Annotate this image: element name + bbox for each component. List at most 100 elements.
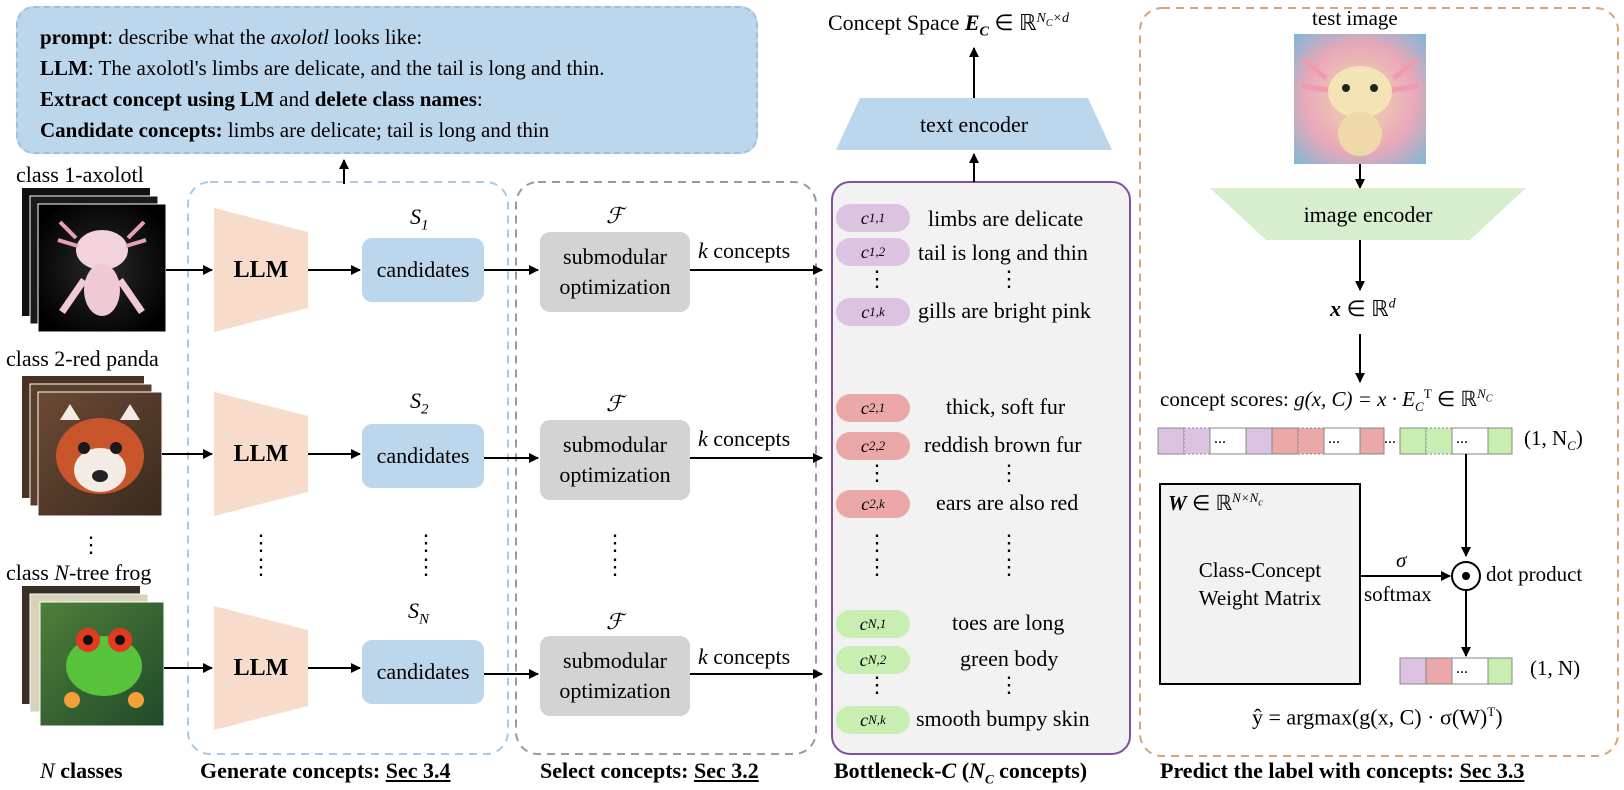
pill-1-1-c: c: [860, 207, 869, 228]
x-embedding-label: x ∈ ℝd: [1330, 296, 1396, 322]
bottleneck-region: [831, 181, 1131, 755]
k-concepts-1: k concepts: [698, 238, 790, 264]
prompt-line-4: Candidate concepts: limbs are delicate; …: [40, 115, 734, 146]
bot-text: Bottleneck-: [834, 758, 942, 783]
concept-space-sup-tail: ×d: [1052, 10, 1069, 26]
concept-space-label: Concept Space EC ∈ ℝNC×d: [828, 10, 1069, 40]
generate-region: [187, 181, 509, 755]
pill-N-2-c: c: [859, 649, 868, 670]
vec1-label-sub: C: [1567, 438, 1576, 454]
bottom-generate: Generate concepts: Sec 3.4: [200, 758, 450, 784]
pill-1-2-sub: 1,2: [868, 244, 886, 259]
prompt-line-3: Extract concept using LM and delete clas…: [40, 84, 734, 115]
class-N-post: -tree frog: [68, 560, 152, 585]
w-symbol: W: [1168, 491, 1187, 515]
n-classes-i: N: [40, 758, 55, 783]
text-encoder-label: text encoder: [919, 112, 1029, 137]
k-concepts-2: k concepts: [698, 426, 790, 452]
prediction-formula: ŷ = argmax(g(x, C) · σ(W)T): [1252, 704, 1503, 730]
image-encoder-shape: [1210, 188, 1526, 240]
llm-dots: ⋮: [250, 530, 272, 555]
sN-sub: N: [419, 611, 430, 628]
submodular-box-1: submodular optimization: [540, 232, 690, 312]
vec-dots-3: ...: [1384, 430, 1396, 447]
llm-1-label: LLM: [233, 256, 289, 283]
concept-1-2: tail is long and thin: [918, 240, 1088, 265]
x-sup: d: [1388, 296, 1396, 312]
x-symbol: x: [1330, 296, 1341, 321]
sub-dots-2: ⋮: [604, 554, 626, 579]
candidate-text: limbs are delicate; tail is long and thi…: [222, 118, 550, 142]
pill-dots-2: ⋮: [866, 460, 888, 485]
sub1-line1: submodular: [563, 244, 667, 269]
w-text1: Class-Concept: [1198, 558, 1322, 582]
s1-symbol: S: [410, 204, 421, 229]
yhat-end: ): [1495, 704, 1503, 730]
text-dots-mid-1: ⋮: [998, 530, 1020, 555]
kN-italic: k: [698, 644, 708, 669]
pill-dots-mid-2: ⋮: [866, 554, 888, 579]
f-label-1: ℱ: [606, 204, 624, 229]
scores-pre: concept scores:: [1160, 387, 1295, 411]
pill-2-2-sub: 2,2: [868, 438, 886, 453]
bottom-select: Select concepts: Sec 3.2: [540, 758, 759, 784]
concept-space-E: E: [964, 10, 980, 35]
k1-italic: k: [698, 238, 708, 263]
text-dots-3: ⋮: [998, 672, 1020, 697]
text-dots-2: ⋮: [998, 460, 1020, 485]
select-region: [515, 181, 817, 755]
s2-label: S2: [410, 388, 429, 418]
k2-text: concepts: [707, 426, 791, 451]
llm-N-label: LLM: [233, 654, 289, 681]
candidates-box-2: candidates: [362, 424, 484, 488]
gen-sec: Sec 3.4: [385, 758, 451, 783]
bot-n-sub: C: [984, 771, 994, 787]
concept-space-sup-sub: C: [1045, 17, 1053, 29]
s1-sub: 1: [421, 217, 429, 234]
w-label: W ∈ ℝN×Nc: [1168, 490, 1263, 516]
prompt-text-i: axolotl: [270, 25, 329, 49]
yhat-text: ŷ = argmax(g(x, C) · σ(W): [1252, 704, 1488, 730]
scores-sub: C: [1415, 399, 1424, 415]
pill-N-1-c: c: [859, 613, 868, 634]
f-label-2: ℱ: [606, 392, 624, 417]
concept-score-vector: [1157, 427, 1513, 455]
prompt-text-c: looks like:: [328, 25, 423, 49]
red-panda-image-stack: [22, 376, 163, 517]
kN-text: concepts: [707, 644, 791, 669]
n-classes-b: classes: [54, 758, 123, 783]
bottom-n-classes: N classes: [40, 758, 123, 784]
w-text2: Weight Matrix: [1198, 586, 1322, 610]
pill-N-2-sub: N,2: [867, 652, 887, 667]
sel-text: Select concepts:: [540, 758, 694, 783]
w-sup-sub: c: [1258, 497, 1263, 509]
llm-block-2: [214, 392, 308, 516]
vec-dots-4: ...: [1456, 430, 1468, 447]
sigma-label: σ: [1396, 548, 1407, 572]
prompt-box: prompt: describe what the axolotl looks …: [16, 6, 758, 154]
prompt-label: prompt: [40, 25, 108, 49]
vec-dots-2: ...: [1328, 430, 1340, 447]
pred-sec: Sec 3.3: [1459, 758, 1525, 783]
s2-symbol: S: [410, 388, 421, 413]
candidates-box-N: candidates: [362, 640, 484, 704]
candidate-label: Candidate concepts:: [40, 118, 223, 142]
subN-line1: submodular: [563, 648, 667, 673]
prompt-text-a: : describe what the: [107, 25, 271, 49]
text-encoder-shape: [836, 98, 1112, 150]
extract-label: Extract concept using LM: [40, 87, 274, 111]
sub1-line2: optimization: [559, 274, 671, 299]
llm-2-label: LLM: [233, 440, 289, 467]
w-sup: N×N: [1232, 490, 1259, 505]
bot-paren: (: [956, 758, 970, 783]
pill-dots-3: ⋮: [866, 672, 888, 697]
cand-dots: ⋮: [415, 530, 437, 555]
